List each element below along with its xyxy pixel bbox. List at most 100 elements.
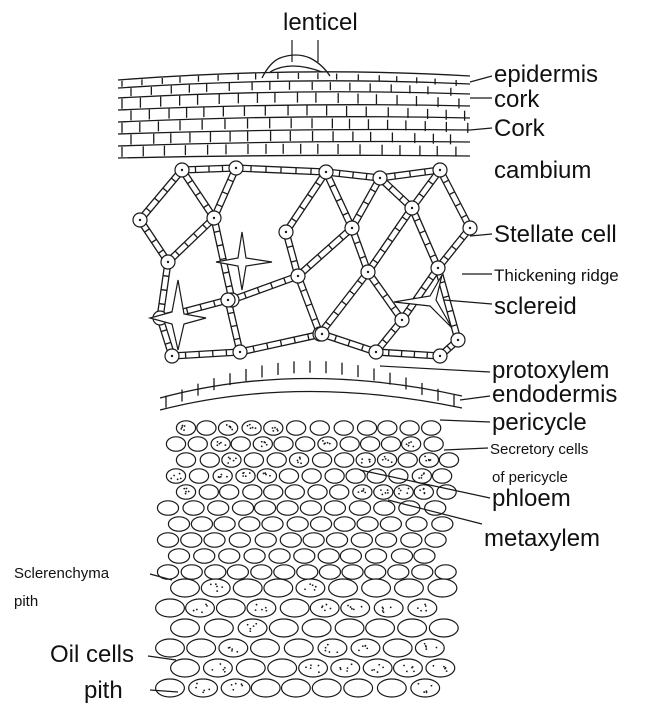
- phloem-cell: [303, 533, 324, 547]
- stellate-network: [133, 161, 477, 363]
- oil-droplet: [424, 603, 426, 605]
- oil-droplet: [377, 671, 379, 673]
- pith-cell: [344, 679, 373, 697]
- pith-cell: [156, 639, 185, 657]
- pith-cell: [189, 679, 218, 697]
- phloem-cell: [183, 501, 204, 515]
- strand-wall: [410, 168, 438, 206]
- phloem-cell: [376, 533, 397, 547]
- strand-cell-wall: [407, 308, 412, 311]
- pericycle-cell: [353, 485, 372, 499]
- oil-droplet: [255, 609, 257, 611]
- oil-droplet: [215, 583, 217, 585]
- stellate-cell-dot: [439, 169, 441, 171]
- oil-droplet: [300, 462, 302, 464]
- stellate-cell-dot: [379, 177, 381, 179]
- phloem-cell: [357, 517, 378, 531]
- ground-tissue-cells: [156, 421, 459, 697]
- pith-cell: [236, 659, 265, 677]
- pericycle-cell: [243, 485, 262, 499]
- outer-cork-band: [118, 55, 470, 158]
- oil-droplet: [201, 611, 203, 613]
- strand-cell-wall: [222, 192, 227, 194]
- pith-cell: [171, 619, 200, 637]
- strand-wall: [284, 170, 324, 230]
- pith-cell: [363, 659, 392, 677]
- strand-cell-wall: [455, 203, 460, 206]
- stellate-cell-dot: [437, 267, 439, 269]
- pith-cell: [280, 599, 309, 617]
- pericycle-cell: [289, 453, 308, 467]
- oil-droplet: [231, 684, 233, 686]
- pith-cell: [351, 639, 380, 657]
- oil-droplet: [219, 443, 221, 445]
- oil-droplet: [446, 670, 448, 672]
- stellate-cell-dot: [375, 351, 377, 353]
- pith-cell: [238, 619, 267, 637]
- phloem-cell: [251, 565, 272, 579]
- oil-droplet: [185, 493, 187, 495]
- phloem-cell: [181, 565, 202, 579]
- pericycle-cell: [424, 437, 443, 451]
- pericycle-cell: [242, 421, 261, 435]
- oil-droplet: [249, 472, 251, 474]
- oil-droplet: [202, 691, 204, 693]
- phloem-cell: [168, 549, 189, 563]
- strand-wall: [437, 171, 467, 229]
- oil-droplet: [363, 488, 365, 490]
- strand-cell-wall: [196, 192, 201, 195]
- strand-wall: [400, 266, 436, 318]
- strand-cell-wall: [342, 301, 347, 305]
- pericycle-cell: [360, 437, 379, 451]
- oil-droplet: [231, 648, 233, 650]
- oil-droplet: [327, 442, 329, 444]
- oil-droplet: [277, 430, 279, 432]
- strand-cell-wall: [291, 261, 297, 263]
- oil-droplet: [261, 445, 263, 447]
- strand-cell-wall: [356, 214, 361, 217]
- pith-cell: [204, 659, 233, 677]
- strand-cell-wall: [339, 171, 340, 177]
- pith-cell: [187, 639, 216, 657]
- pith-cell: [221, 679, 250, 697]
- strand-cell-wall: [420, 231, 426, 233]
- strand-cell-wall: [388, 238, 393, 241]
- pericycle-cell: [267, 453, 286, 467]
- oil-droplet: [378, 664, 380, 666]
- strand-wall: [376, 355, 440, 359]
- oil-droplet: [184, 425, 186, 427]
- oil-droplet: [304, 588, 306, 590]
- oil-droplet: [387, 492, 389, 494]
- strand-cell-wall: [257, 288, 259, 294]
- strand-cell-wall: [188, 180, 193, 183]
- oil-droplet: [361, 606, 363, 608]
- oil-droplet: [179, 473, 181, 475]
- strand-cell-wall: [425, 169, 426, 175]
- pericycle-cell: [220, 485, 239, 499]
- label-epidermis: epidermis: [494, 61, 598, 88]
- oil-droplet: [182, 425, 184, 427]
- phloem-cell: [232, 501, 253, 515]
- oil-droplet: [228, 456, 230, 458]
- strand-cell-wall: [395, 173, 396, 179]
- strand-cell-wall: [360, 256, 366, 258]
- pericycle-cell: [414, 485, 433, 499]
- pericycle-cell: [312, 453, 331, 467]
- strand-cell-wall: [380, 249, 385, 252]
- strand-cell-wall: [328, 245, 332, 249]
- oil-droplet: [411, 667, 413, 669]
- strand-cell-wall: [402, 217, 407, 220]
- oil-droplet: [444, 668, 446, 670]
- pericycle-cell: [176, 421, 195, 435]
- oil-droplet: [418, 477, 420, 479]
- phloem-cell: [280, 533, 301, 547]
- oil-droplet: [325, 647, 327, 649]
- oil-droplet: [403, 665, 405, 667]
- pericycle-cell: [308, 485, 327, 499]
- oil-droplet: [235, 457, 237, 459]
- pericycle-cell: [176, 453, 195, 467]
- label-stellate-cell: Stellate cell: [494, 221, 617, 248]
- strand-cell-wall: [318, 255, 322, 259]
- pericycle-cell: [166, 469, 185, 483]
- pericycle-cell: [222, 453, 241, 467]
